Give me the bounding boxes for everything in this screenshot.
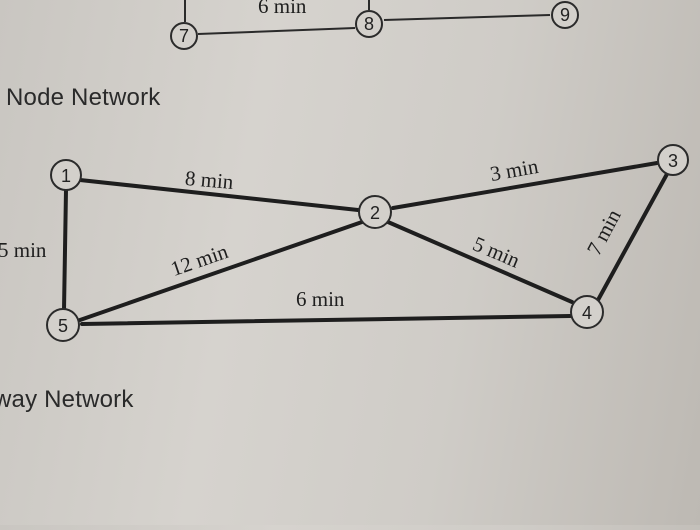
- node-4-label: 4: [582, 303, 592, 323]
- node-3-label: 3: [668, 151, 678, 171]
- node-5-label: 5: [58, 316, 68, 336]
- node-1-label: 1: [61, 166, 71, 186]
- node-1: 1: [50, 159, 82, 191]
- edge-1-5-label: 5 min: [0, 238, 47, 262]
- node-network-title: Node Network: [6, 84, 161, 111]
- edge-5-2: [78, 220, 364, 322]
- edge-1-2-label: 8 min: [184, 165, 235, 195]
- node-8: 8: [355, 10, 383, 38]
- edge-1-5: [62, 188, 68, 312]
- node-7: 7: [170, 22, 198, 50]
- node-5: 5: [46, 308, 80, 342]
- node-9-label: 9: [560, 5, 570, 25]
- node-7-label: 7: [179, 26, 189, 46]
- node-9: 9: [551, 1, 579, 29]
- edge-2-4: [386, 220, 574, 304]
- edge-7-8-label: 6 min: [258, 0, 307, 18]
- edge-2-3: [391, 161, 659, 210]
- node-2: 2: [358, 195, 392, 229]
- edge-3-4: [596, 172, 669, 302]
- edge-5-4-label: 6 min: [296, 287, 345, 311]
- edge-8-9: [383, 14, 551, 21]
- node-8-label: 8: [364, 14, 374, 34]
- edge-5-4: [80, 314, 572, 326]
- way-network-title: way Network: [0, 386, 134, 413]
- node-2-label: 2: [370, 203, 380, 223]
- node-4: 4: [570, 295, 604, 329]
- node-3: 3: [657, 144, 689, 176]
- edge-7-8: [197, 27, 356, 35]
- edge-1-2: [78, 178, 360, 212]
